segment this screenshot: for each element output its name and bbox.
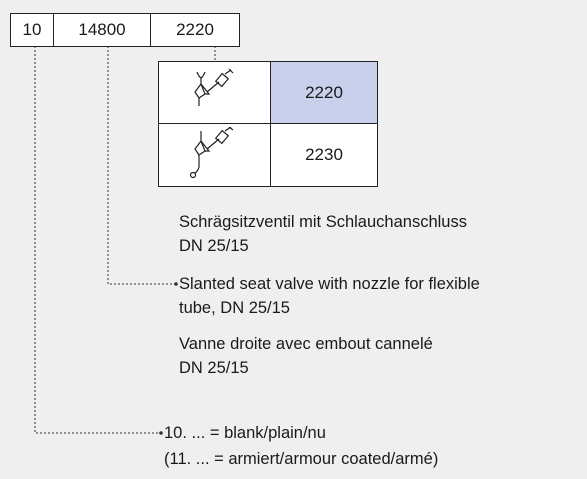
finish-line1: 10. ... = blank/plain/nu [164, 424, 326, 442]
connector-article [107, 46, 175, 285]
variant-row-2230-code: 2230 [305, 145, 343, 164]
code-segment-finish: 10 [11, 14, 54, 46]
code-segment-variant: 2220 [176, 20, 214, 39]
variant-row-2220-icon-cell [159, 62, 271, 124]
description-fr-line1: Vanne droite avec embout cannelé [179, 335, 433, 353]
finish-line2: (11. ... = armiert/armour coated/armé) [164, 450, 439, 468]
connector-finish-dot [159, 431, 163, 435]
description-fr-line2: DN 25/15 [179, 359, 249, 377]
connector-finish [34, 46, 160, 434]
description-en-line2: tube, DN 25/15 [179, 299, 290, 317]
connector-article-dot [174, 282, 178, 286]
description-en-line1: Slanted seat valve with nozzle for flexi… [179, 275, 480, 293]
slanted-seat-valve-nozzle-bottom-icon [189, 127, 233, 179]
code-segment-article: 14800 [54, 14, 151, 46]
variant-table: 2220 2230 [158, 61, 378, 187]
description-de-line1: Schrägsitzventil mit Schlauchanschluss [179, 213, 467, 231]
code-header: 10 14800 2220 [10, 13, 240, 47]
slanted-seat-valve-nozzle-top-icon [193, 68, 233, 106]
variant-row-2230-icon-cell [159, 124, 271, 186]
variant-row-2220-code: 2220 [271, 62, 377, 124]
description-de-line2: DN 25/15 [179, 237, 249, 255]
